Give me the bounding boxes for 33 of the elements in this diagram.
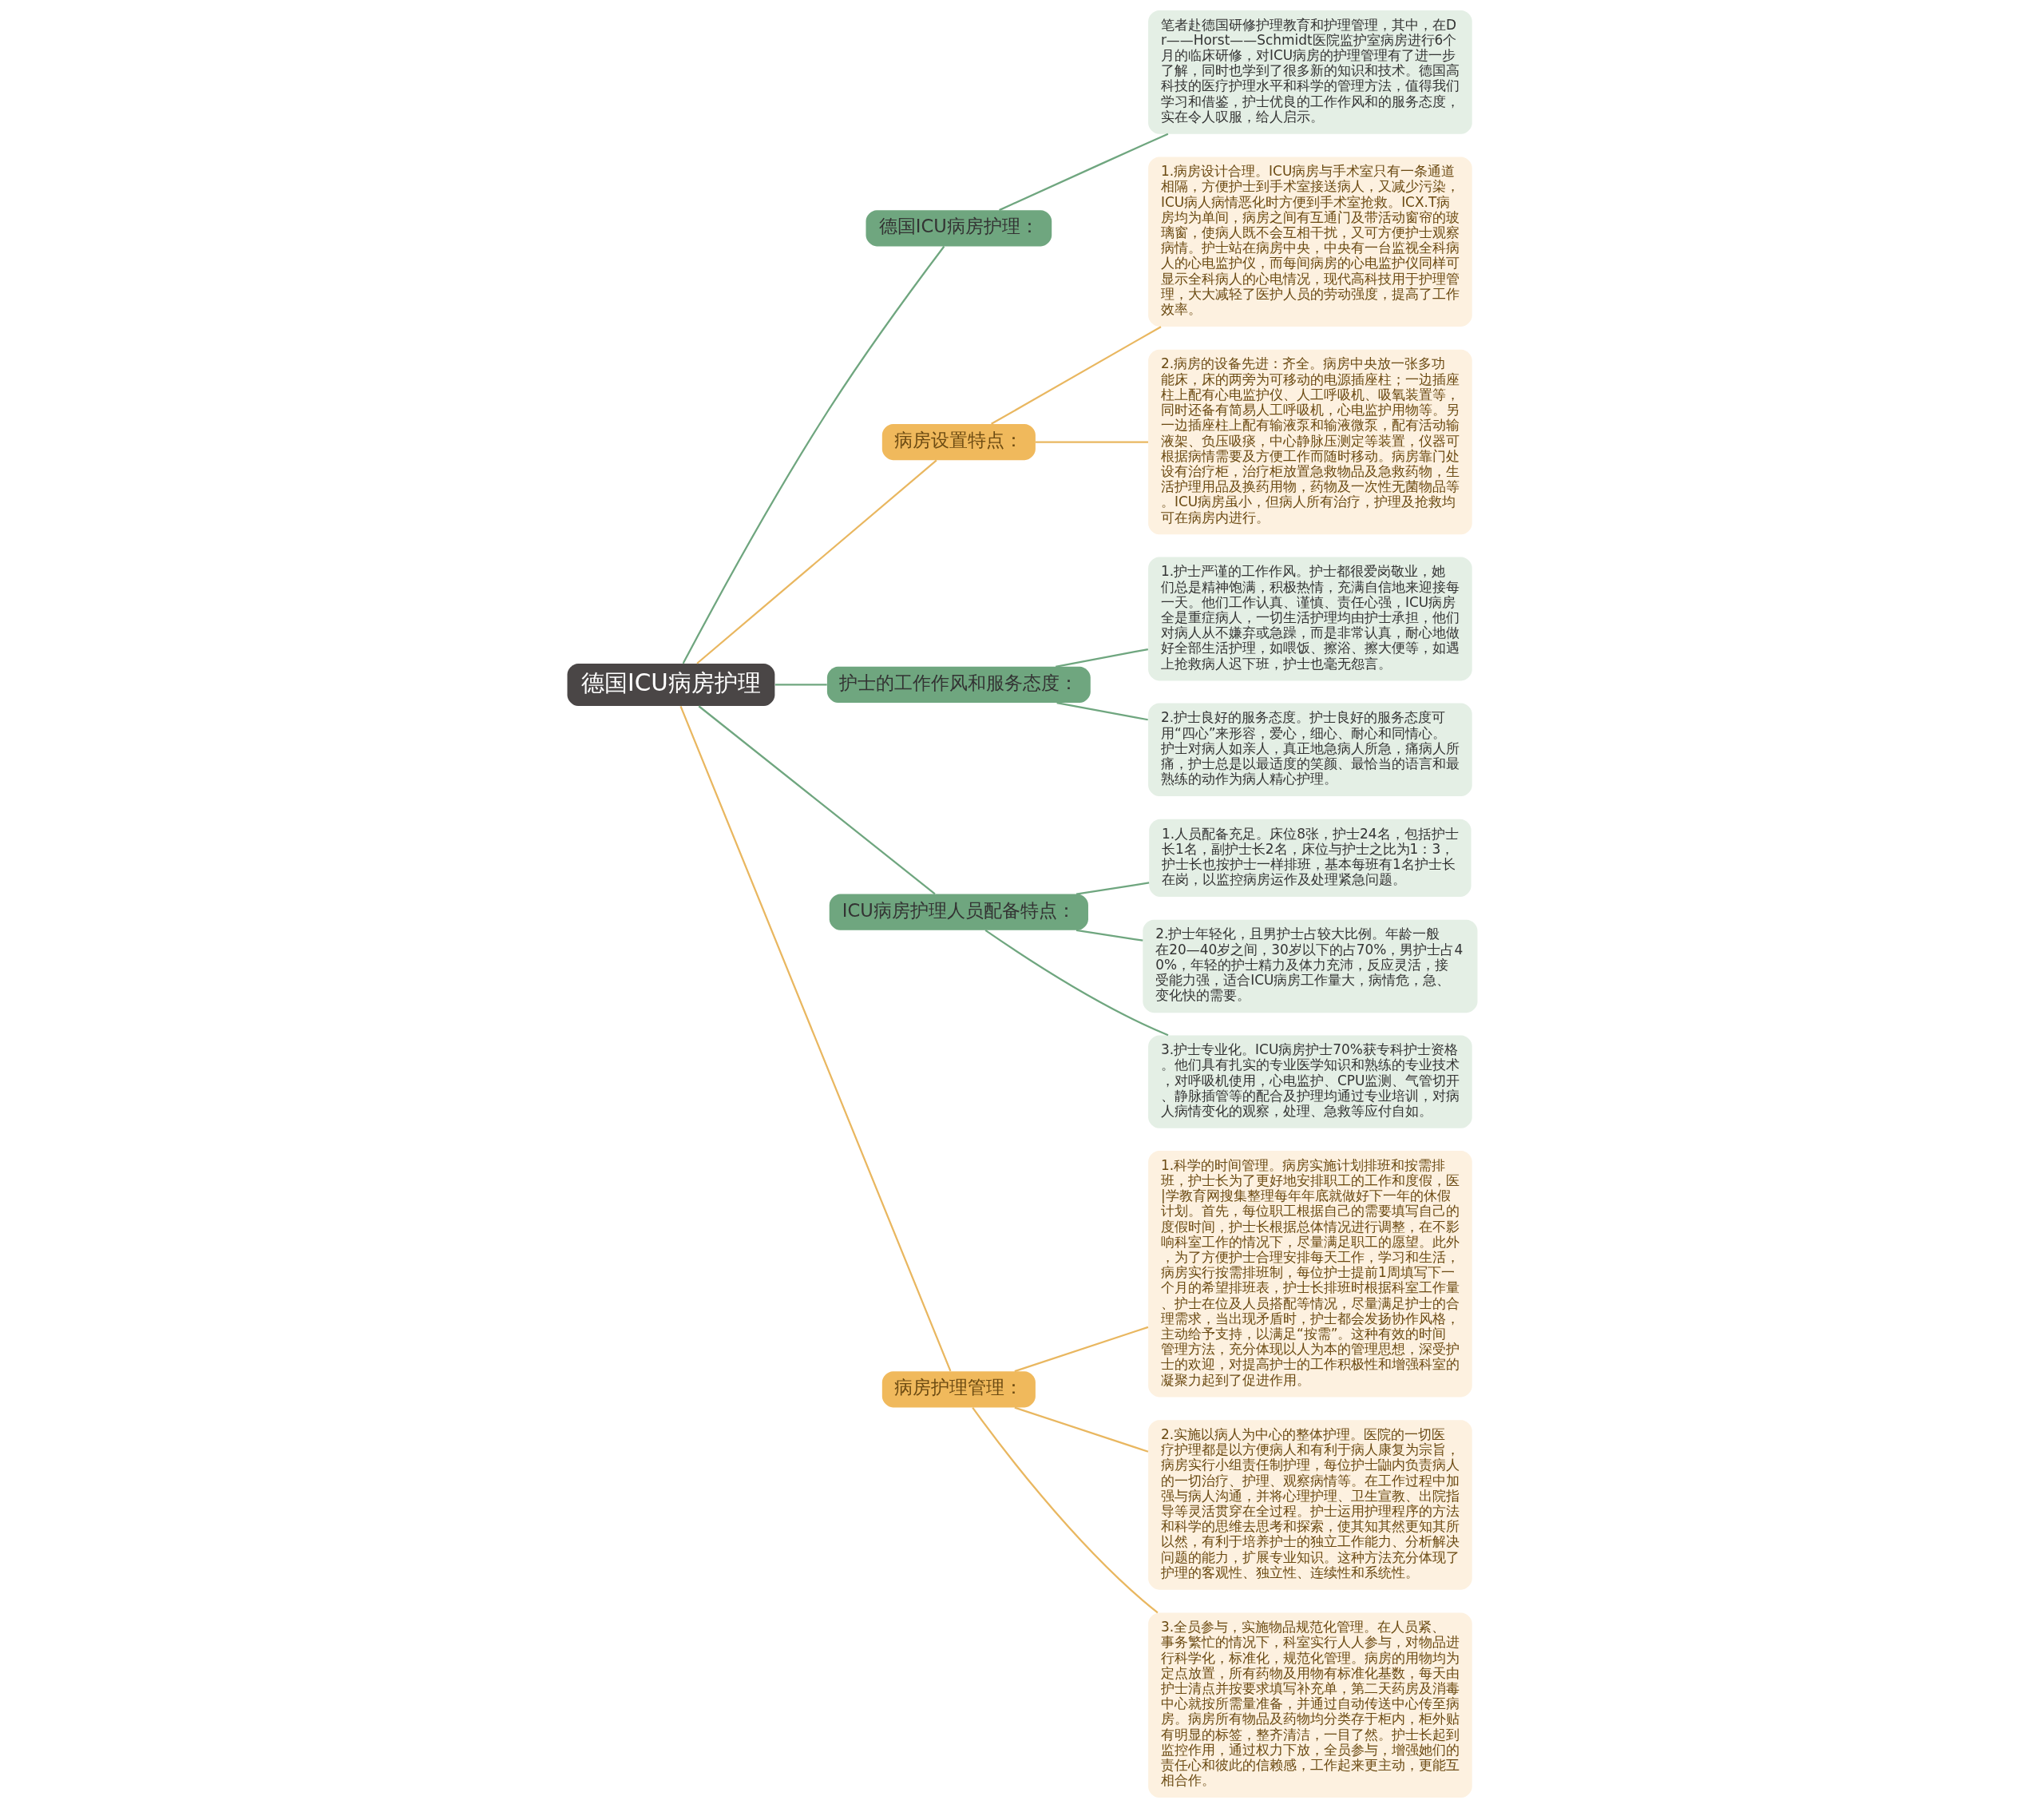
connector: [698, 705, 936, 895]
connector: [998, 133, 1168, 212]
node-box: 2.护士良好的服务态度。护士良好的服务态度可用“四心”来形容，爱心，细心、耐心和同情心。护士对病人如亲人，真正地急病人所急，痛病人所痛，护士总是以最适度的笑颜、最恰当的语言和最熟练的动作为病人精心护理。: [1147, 703, 1472, 796]
connector: [774, 684, 827, 686]
connector: [1014, 1326, 1148, 1373]
connector: [695, 459, 937, 664]
node-box: 德国ICU病房护理：: [866, 210, 1052, 247]
connector: [990, 326, 1162, 425]
node-box: 笔者赴德国研修护理教育和护理管理，其中，在Dr——Horst——Schmidt医院监护室病房进行6个月的临床研修，对ICU病房的护理管理有了进一步了解，同时也学到了很多新的知识和技术。德国高科技的医疗护理水平和科学的管理方法，值得我们学习和借鉴，护士优良的工作作风和的服务态度，实在令人叹服，给人启示。: [1147, 10, 1472, 134]
connector: [1075, 929, 1143, 942]
connector: [1035, 441, 1148, 443]
node-box: 护士的工作作风和服务态度：: [826, 666, 1091, 704]
node-box: 病房护理管理：: [881, 1371, 1036, 1408]
node-box: 2.病房的设备先进：齐全。病房中央放一张多功能床，床的两旁为可移动的电源插座柱；一边插座柱上配有心电监护仪、人工呼吸机、吸氧装置等，同时还备有简易人工呼吸机，心电监护用物等。另一边插座柱上配有输液泵和输液微泵，配有活动输液架、负压吸痰，中心静脉压测定等装置，仪器可根据病情需要及方便工作而随时移动。病房靠门处设有治疗柜，治疗柜放置急救物品及急救药物，生活护理用品及换药用物，药物及一次性无菌物品等。ICU病房虽小，但病人所有治疗，护理及抢救均可在病房内进行。: [1147, 349, 1472, 535]
node-box: 德国ICU病房护理: [567, 663, 774, 706]
node-box: 1.护士严谨的工作作风。护士都很爱岗敬业，她们总是精神饱满，积极热情，充满自信地来迎接每一天。他们工作认真、谨慎、责任心强，ICU病房全是重症病人，一切生活护理均由护士承担，他们对病人从不嫌弃或急躁，而是非常认真，耐心地做好全部生活护理，如喂饭、擦浴、擦大便等，如遇上抢救病人迟下班，护士也毫无怨言。: [1147, 557, 1472, 681]
connector: [1075, 882, 1149, 895]
connector: [971, 1407, 1159, 1614]
node-box: 2.实施以病人为中心的整体护理。医院的一切医疗护理都是以方便病人和有利于病人康复为宗旨，病房实行小组责任制护理，每位护士鼬内负责病人的一切治疗、护理、观察病情等。在工作过程中加强与病人沟通，并将心理护理、卫生宣教、出院指导等灵活贯穿在全过程。护士运用护理程序的方法和科学的思维去思考和探索，使其知其然更知其所以然，有利于培养护士的独立工作能力、分析解决问题的能力，扩展专业知识。这种方法充分体现了护理的客观性、独立性、连续性和系统性。: [1147, 1420, 1472, 1590]
node-box: 3.护士专业化。ICU病房护士70%获专科护士资格。他们具有扎实的专业医学知识和熟练的专业技术，对呼吸机使用，心电监护、CPU监测、气管切开、静脉插管等的配合及护理均通过专业培训，对病人病情变化的观察，处理、急救等应付自如。: [1147, 1035, 1472, 1128]
node-box: ICU病房护理人员配备特点：: [829, 894, 1088, 930]
connector: [682, 245, 945, 664]
connector: [1056, 701, 1148, 721]
node-box: 2.护士年轻化，且男护士占较大比例。年龄一般在20—40岁之间，30岁以下的占70%，男护士占40%，年轻的护士精力及体力充沛，反应灵活，接受能力强，适合ICU病房工作量大，病情危，急、变化快的需要。: [1142, 919, 1477, 1013]
node-box: 3.全员参与，实施物品规范化管理。在人员紧、事务繁忙的情况下，科室实行人人参与，对物品进行科学化，标准化，规范化管理。病房的用物均为定点放置，所有药物及用物有标准化基数，每天由护士清点并按要求填写补充单，第二天药房及消毒中心就按所需量准备，并通过自动传送中心传至病房。病房所有物品及药物均分类存于柜内，柜外贴有明显的标签，整齐清洁，一目了然。护士长起到监控作用，通过权力下放，全员参与，增强她们的责任心和彼此的信赖感，工作起来更主动，更能互相合作。: [1147, 1612, 1472, 1798]
connector: [1055, 648, 1148, 668]
node-box: 1.人员配备充足。床位8张，护士24名，包括护士长1名，副护士长2名，床位与护士之比为1：3，护士长也按护士一样排班，基本每班有1名护士长在岗，以监控病房运作及处理紧急问题。: [1148, 819, 1472, 897]
connector: [984, 929, 1168, 1037]
connector: [1014, 1406, 1148, 1453]
node-box: 1.病房设计合理。ICU病房与手术室只有一条通道相隔，方便护士到手术室接送病人，又减少污染，ICU病人病情恶化时方便到手术室抢救。ICX.T病房均为单间，病房之间有互通门及带活动窗帘的玻璃窗，使病人既不会互相干扰，又可方便护士观察病情。护士站在病房中央，中央有一台监视全科病人的心电监护仪，而每间病房的心电监护仪同样可显示全科病人的心电情况，现代高科技用于护理管理，大大减轻了医护人员的劳动强度，提高了工作效率。: [1147, 157, 1472, 327]
node-box: 病房设置特点：: [881, 423, 1036, 461]
node-box: 1.科学的时间管理。病房实施计划排班和按需排班，护士长为了更好地安排职工的工作和度假，医|学教育网搜集整理每年年底就做好下一年的休假计划。首先，每位职工根据自己的需要填写自己的度假时间，护士长根据总体情况进行调整，在不影响科室工作的情况下，尽量满足职工的愿望。此外，为了方便护士合理安排每天工作，学习和生活，病房实行按需排班制，每位护士提前1周填写下一个月的希望排班表，护士长排班时根据科室工作量、护士在位及人员搭配等情况，尽量满足护士的合理需求，当出现矛盾时，护士都会发扬协作风格，主动给予支持，以满足“按需”。这种有效的时间管理方法，充分体现以人为本的管理思想，深受护士的欢迎，对提高护士的工作积极性和增强科室的凝聚力起到了促进作用。: [1147, 1151, 1472, 1398]
connector: [679, 705, 951, 1372]
